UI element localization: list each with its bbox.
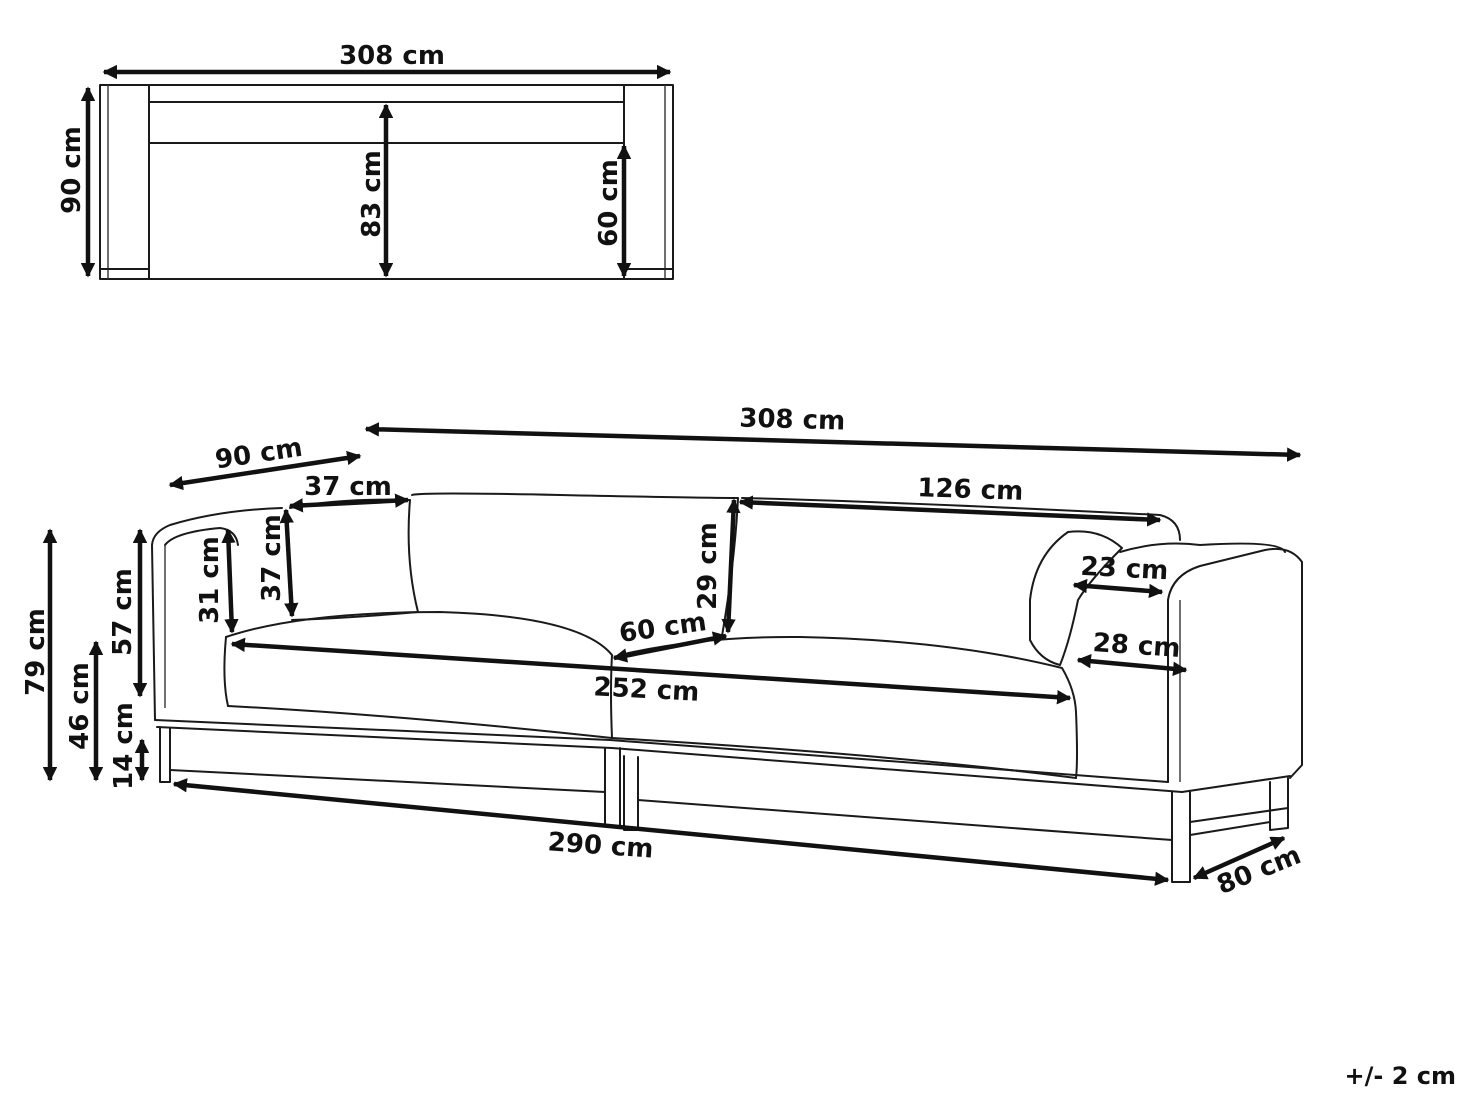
armrest-side-width-arrow xyxy=(1076,654,1188,676)
top-view-outline xyxy=(99,84,674,280)
depth-arrow xyxy=(168,450,362,491)
armrest-inner-height-label: 31 cm xyxy=(195,536,225,624)
cushion-height-arrow xyxy=(279,508,299,618)
seat-width-arrow xyxy=(230,637,1072,705)
perspective-view: 308 cm 90 cm 37 cm 37 cm 31 cm 126 cm 29… xyxy=(21,404,1305,901)
base-depth-arrow xyxy=(1192,835,1286,881)
armrest-top-width-label: 23 cm xyxy=(1080,552,1169,587)
tolerance-note: +/- 2 cm xyxy=(1345,1062,1456,1090)
back-cushion-height-label: 29 cm xyxy=(693,522,723,610)
top-width-label: 308 cm xyxy=(339,41,445,71)
top-view: 308 cm 90 cm 83 cm 60 cm xyxy=(57,41,674,280)
cushion-width-label: 37 cm xyxy=(304,472,392,502)
base-width-arrow xyxy=(172,778,1170,886)
total-height-label: 79 cm xyxy=(21,608,51,696)
back-cushion-height-arrow xyxy=(721,498,741,634)
armrest-top-width-arrow xyxy=(1072,578,1164,599)
base-width-label: 290 cm xyxy=(547,827,655,864)
total-width-label: 308 cm xyxy=(739,404,846,437)
top-seat-depth-label: 60 cm xyxy=(594,159,624,247)
armrest-side-width-label: 28 cm xyxy=(1092,628,1182,664)
armrest-height-label: 57 cm xyxy=(108,568,138,656)
back-cushion-width-label: 126 cm xyxy=(917,473,1024,507)
cushion-width-arrow xyxy=(288,493,410,513)
seat-width-label: 252 cm xyxy=(593,672,700,707)
top-depth-label: 90 cm xyxy=(57,126,87,214)
leg-height-label: 14 cm xyxy=(109,702,139,790)
top-backrest-depth-label: 83 cm xyxy=(357,150,387,238)
sofa-outline xyxy=(151,492,1303,883)
cushion-height-label: 37 cm xyxy=(257,514,287,602)
armrest-inner-height-arrow xyxy=(221,528,239,634)
depth-label: 90 cm xyxy=(213,433,304,476)
total-width-arrow xyxy=(364,422,1302,462)
seat-height-label: 46 cm xyxy=(65,662,95,750)
back-cushion-width-arrow xyxy=(738,495,1162,527)
